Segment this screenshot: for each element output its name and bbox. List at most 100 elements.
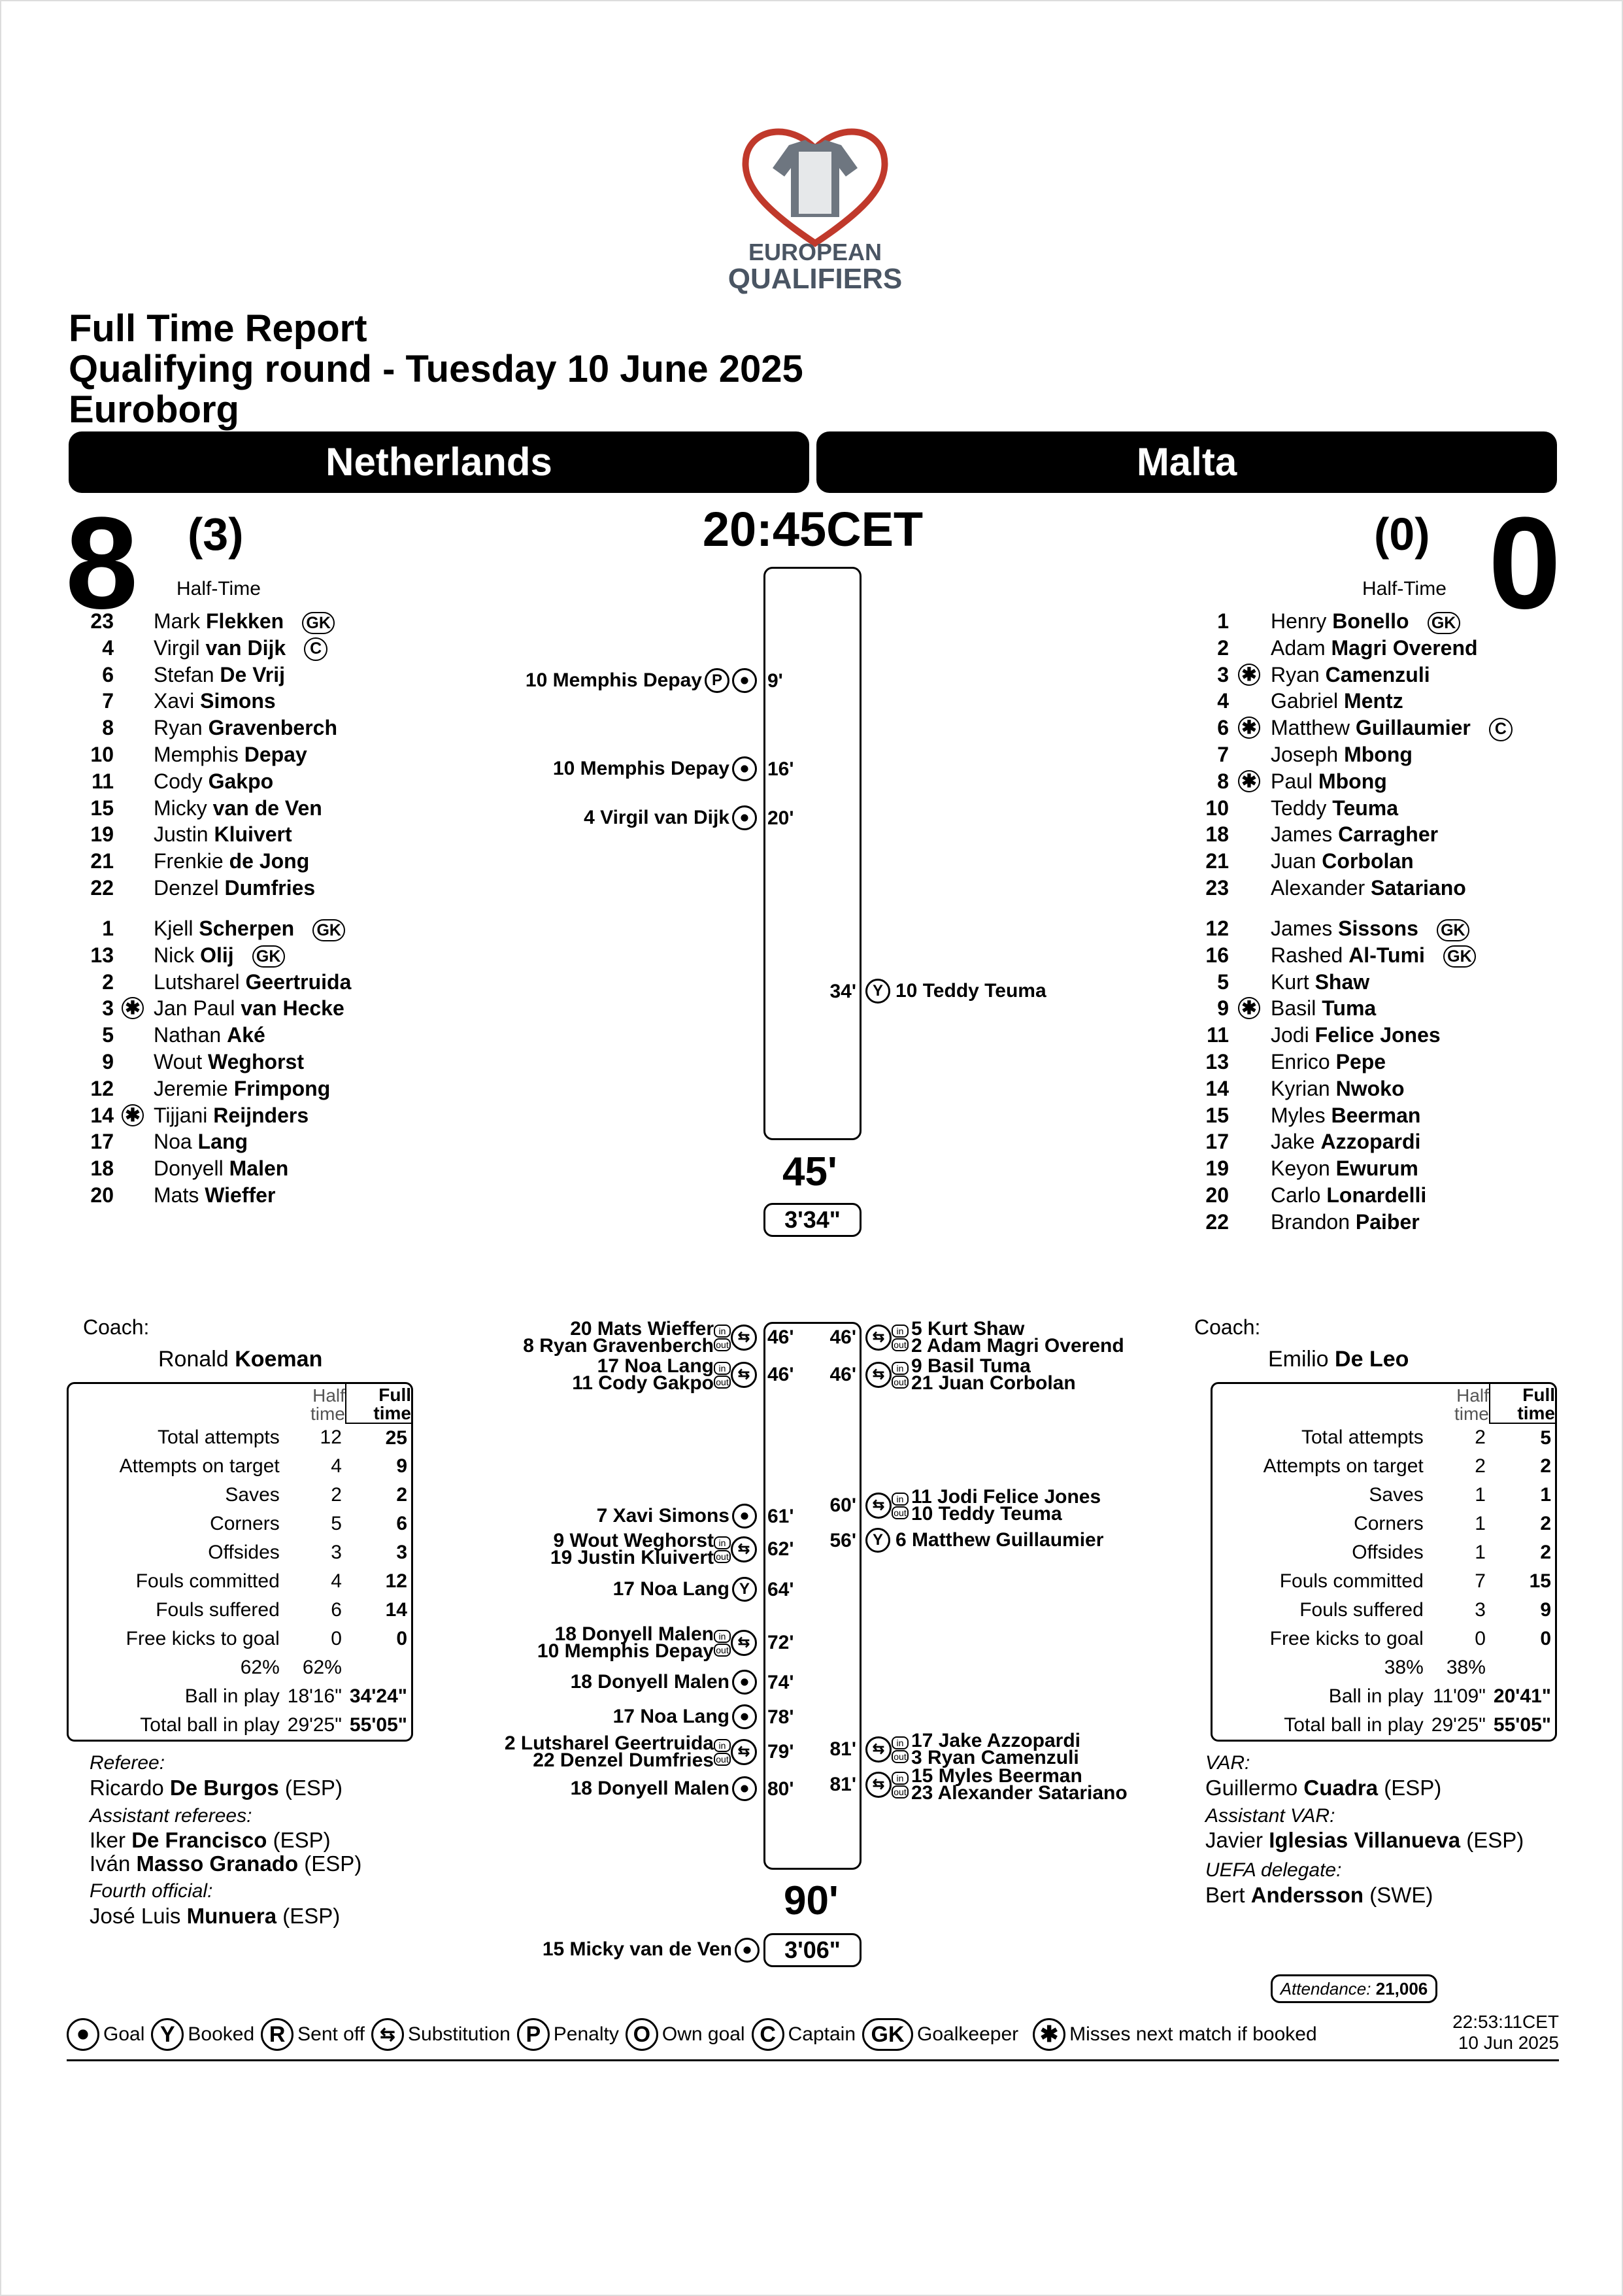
player-last-name: Teuma [1332, 796, 1399, 820]
player-last-name: Magri Overend [1331, 635, 1478, 660]
substitution-icon: ⇆ [731, 1362, 757, 1388]
stats-row: 62%62% [69, 1653, 411, 1682]
stat-full [1490, 1653, 1555, 1682]
player-name: Noa Lang [154, 1128, 248, 1155]
player-first-name: Jake [1271, 1130, 1321, 1154]
goalkeeper-icon: GK [862, 2018, 914, 2051]
event-player: 10 Memphis Depay [537, 1640, 714, 1662]
event-player: 18 Donyell Malen [570, 1671, 729, 1693]
stat-half: 29'25" [1431, 1714, 1486, 1736]
player-number: 10 [90, 743, 114, 766]
player-name: James Carragher [1271, 821, 1438, 847]
player-number: 7 [102, 689, 114, 713]
stat-full: 2 [1540, 1513, 1551, 1534]
stat-half: 29'25" [287, 1714, 342, 1736]
european-qualifiers-logo: EUROPEAN QUALIFIERS [727, 119, 903, 302]
substitution-icon: ⇆ [731, 1630, 757, 1656]
event-minute: 78' [767, 1706, 794, 1728]
misses-next-match-icon: ✱ [1238, 717, 1260, 739]
player-name: Gabriel Mentz [1271, 688, 1403, 714]
player-name: Jodi Felice Jones [1271, 1022, 1441, 1048]
timestamp-date: 10 Jun 2025 [1458, 2033, 1559, 2053]
player-last-name: Aké [227, 1023, 265, 1047]
player-name: Lutsharel Geertruida [154, 969, 351, 995]
stats-header-blank [1213, 1384, 1428, 1423]
stats-header-half: Half time [1454, 1385, 1489, 1424]
event-minute: 46' [767, 1364, 794, 1385]
stat-half: 3 [331, 1542, 342, 1563]
player-number: 21 [1205, 849, 1229, 873]
goal-icon [732, 668, 757, 693]
goalkeeper-icon: GK [252, 945, 285, 968]
player-name: Nathan Aké [154, 1022, 265, 1048]
legend-label: Goalkeeper [917, 2023, 1019, 2045]
player-first-name: James [1271, 917, 1339, 940]
stat-label: Free kicks to goal [125, 1628, 280, 1649]
player-number: 9 [1217, 996, 1229, 1021]
event-minute: 61' [767, 1506, 794, 1527]
player-first-name: Alexander [1271, 876, 1371, 900]
player-number: 22 [1205, 1209, 1229, 1234]
home-event: 18 Donyell Malen [571, 1670, 757, 1695]
assistant-referees-label: Assistant referees: [90, 1805, 252, 1827]
event-player: 4 Virgil van Dijk [584, 807, 729, 828]
footer-rule [67, 2059, 1559, 2061]
player-number: 16 [1205, 943, 1229, 967]
stat-label: Fouls suffered [156, 1599, 280, 1621]
own-goal-icon: O [625, 2018, 658, 2051]
player-first-name: Wout [154, 1050, 208, 1073]
misses-next-match-icon: ✱ [122, 997, 144, 1020]
uefa-delegate: Bert Andersson (SWE) [1205, 1883, 1433, 1907]
event-minute: 34' [829, 981, 856, 1002]
player-name: Enrico Pepe [1271, 1049, 1386, 1075]
player-last-name: Frimpong [233, 1076, 331, 1100]
goal-icon [735, 1938, 760, 1963]
player-last-name: Olij [200, 943, 234, 967]
stats-header-half: Half time [310, 1385, 345, 1424]
home-score: 8 [65, 490, 139, 636]
captain-icon: C [1488, 717, 1513, 741]
player-name: Xavi Simons [154, 688, 276, 714]
goalkeeper-icon: GK [312, 919, 346, 941]
away-score: 0 [1488, 490, 1562, 636]
stat-half: 5 [331, 1513, 342, 1534]
player-number: 10 [1205, 796, 1229, 820]
player-last-name: Beerman [1331, 1103, 1421, 1127]
player-number: 17 [1205, 1130, 1229, 1154]
brand-line2: QUALIFIERS [728, 263, 903, 295]
event-player: 2 Lutsharel Geertruida [504, 1732, 714, 1754]
added-time-goal: 15 Micky van de Ven [543, 1938, 760, 1963]
event-player: 19 Justin Kluivert [550, 1547, 714, 1568]
stat-full: 55'05" [349, 1714, 407, 1736]
player-first-name: Xavi [154, 689, 201, 713]
player-last-name: Felice Jones [1314, 1023, 1441, 1047]
player-name: Frenkie de Jong [154, 848, 309, 874]
stat-full: 55'05" [1493, 1714, 1551, 1736]
stat-half: 2 [331, 1484, 342, 1506]
stats-row: 38%38% [1213, 1653, 1555, 1682]
player-number: 2 [102, 970, 114, 994]
player-last-name: Scherpen [199, 917, 295, 940]
player-first-name: Micky [154, 796, 213, 820]
player-last-name: Satariano [1370, 876, 1466, 900]
player-number: 3 [102, 996, 114, 1021]
player-last-name: van Dijk [205, 635, 286, 660]
